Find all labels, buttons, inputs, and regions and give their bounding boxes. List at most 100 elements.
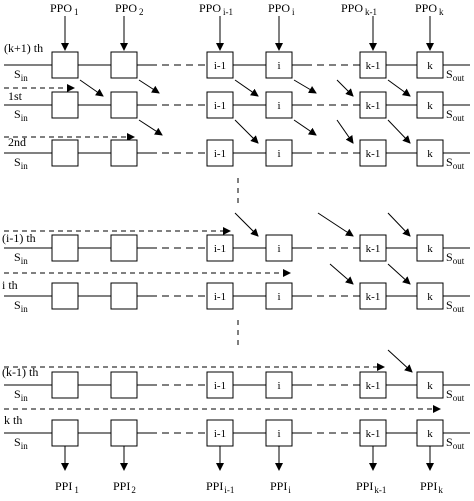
flip-flop-box — [416, 139, 444, 167]
flip-flop-box — [206, 419, 234, 447]
box-label: k-1 — [366, 148, 381, 160]
flip-flop-box — [359, 419, 387, 447]
flip-flop-box — [359, 234, 387, 262]
flip-flop-box — [51, 371, 79, 399]
box-label: i — [277, 243, 280, 255]
box-label: i-1 — [214, 291, 226, 303]
box-label: k-1 — [366, 60, 381, 72]
flip-flop-box — [416, 419, 444, 447]
row-label: k th — [4, 413, 22, 427]
box-label: k-1 — [366, 243, 381, 255]
flip-flop-box — [51, 139, 79, 167]
box-label: i-1 — [214, 60, 226, 72]
flip-flop-box — [206, 51, 234, 79]
s-in-label: Sin — [14, 387, 28, 403]
flip-flop-box — [110, 371, 138, 399]
box-label: k-1 — [366, 291, 381, 303]
flip-flop-box — [51, 282, 79, 310]
s-out-label: Sout — [446, 67, 465, 83]
flip-flop-box — [416, 51, 444, 79]
flip-flop-box — [110, 419, 138, 447]
flip-flop-box — [265, 234, 293, 262]
flip-flop-box — [265, 139, 293, 167]
row-k-minus-1: (k-1) th Sin i-1 i k-1 k Sout — [2, 349, 470, 403]
ppi-arrows — [61, 446, 434, 471]
s-out-label: Sout — [446, 250, 465, 266]
box-label: k — [427, 380, 433, 392]
flip-flop-box — [416, 234, 444, 262]
ppi-label-i: PPIi — [270, 479, 291, 495]
s-in-label: Sin — [14, 155, 28, 171]
row-k: k th Sin i-1 i k-1 k Sout — [4, 405, 470, 451]
box-label: k — [427, 428, 433, 440]
box-label: i-1 — [214, 243, 226, 255]
box-label: k-1 — [366, 100, 381, 112]
flip-flop-box — [206, 234, 234, 262]
ppi-label-i-minus-1: PPIi-1 — [206, 479, 234, 495]
s-out-label: Sout — [446, 155, 465, 171]
box-label: i — [277, 428, 280, 440]
flip-flop-box — [265, 419, 293, 447]
flip-flop-box — [51, 51, 79, 79]
flip-flop-box — [110, 91, 138, 119]
box-label: i — [277, 60, 280, 72]
flip-flop-box — [110, 51, 138, 79]
flip-flop-box — [51, 419, 79, 447]
flip-flop-box — [110, 282, 138, 310]
ppi-label-2: PPI2 — [113, 479, 136, 495]
box-label: k-1 — [366, 380, 381, 392]
box-label: i — [277, 148, 280, 160]
flip-flop-box — [416, 282, 444, 310]
flip-flop-box — [206, 139, 234, 167]
row-label: (k+1) th — [4, 41, 43, 55]
flip-flop-box — [51, 234, 79, 262]
s-in-label: Sin — [14, 298, 28, 314]
row-i-minus-1: (i-1) th Sin i-1 i k-1 k Sout — [2, 212, 470, 266]
flip-flop-box — [265, 91, 293, 119]
flip-flop-box — [359, 282, 387, 310]
ppo-arrows — [61, 16, 434, 51]
box-label: i-1 — [214, 100, 226, 112]
flip-flop-box — [110, 234, 138, 262]
s-in-label: Sin — [14, 67, 28, 83]
row-1st: 1st Sin i-1 i — [4, 79, 470, 123]
ppi-label-k-minus-1: PPIk-1 — [356, 479, 386, 495]
flip-flop-box — [359, 139, 387, 167]
box-label: i-1 — [214, 148, 226, 160]
flip-flop-box — [416, 91, 444, 119]
box-label: k-1 — [366, 428, 381, 440]
box-label: i — [277, 291, 280, 303]
flip-flop-box — [416, 371, 444, 399]
box-label: k — [427, 291, 433, 303]
flip-flop-box — [206, 371, 234, 399]
ppi-label-k: PPIk — [420, 479, 443, 495]
box-label: k — [427, 100, 433, 112]
s-out-label: Sout — [446, 387, 465, 403]
row-label: 2nd — [8, 135, 26, 149]
box-label: i — [277, 100, 280, 112]
box-label: k — [427, 243, 433, 255]
box-label: i-1 — [214, 428, 226, 440]
flip-flop-box — [206, 91, 234, 119]
s-out-label: Sout — [446, 298, 465, 314]
flip-flop-box — [359, 51, 387, 79]
flip-flop-box — [265, 282, 293, 310]
box-label: k — [427, 148, 433, 160]
flip-flop-box — [110, 139, 138, 167]
row-label: 1st — [8, 89, 23, 103]
row-i: i th Sin i-1 i k-1 k Sout — [2, 263, 470, 314]
flip-flop-box — [265, 371, 293, 399]
s-in-label: Sin — [14, 107, 28, 123]
flip-flop-box — [206, 282, 234, 310]
flip-flop-box — [359, 91, 387, 119]
